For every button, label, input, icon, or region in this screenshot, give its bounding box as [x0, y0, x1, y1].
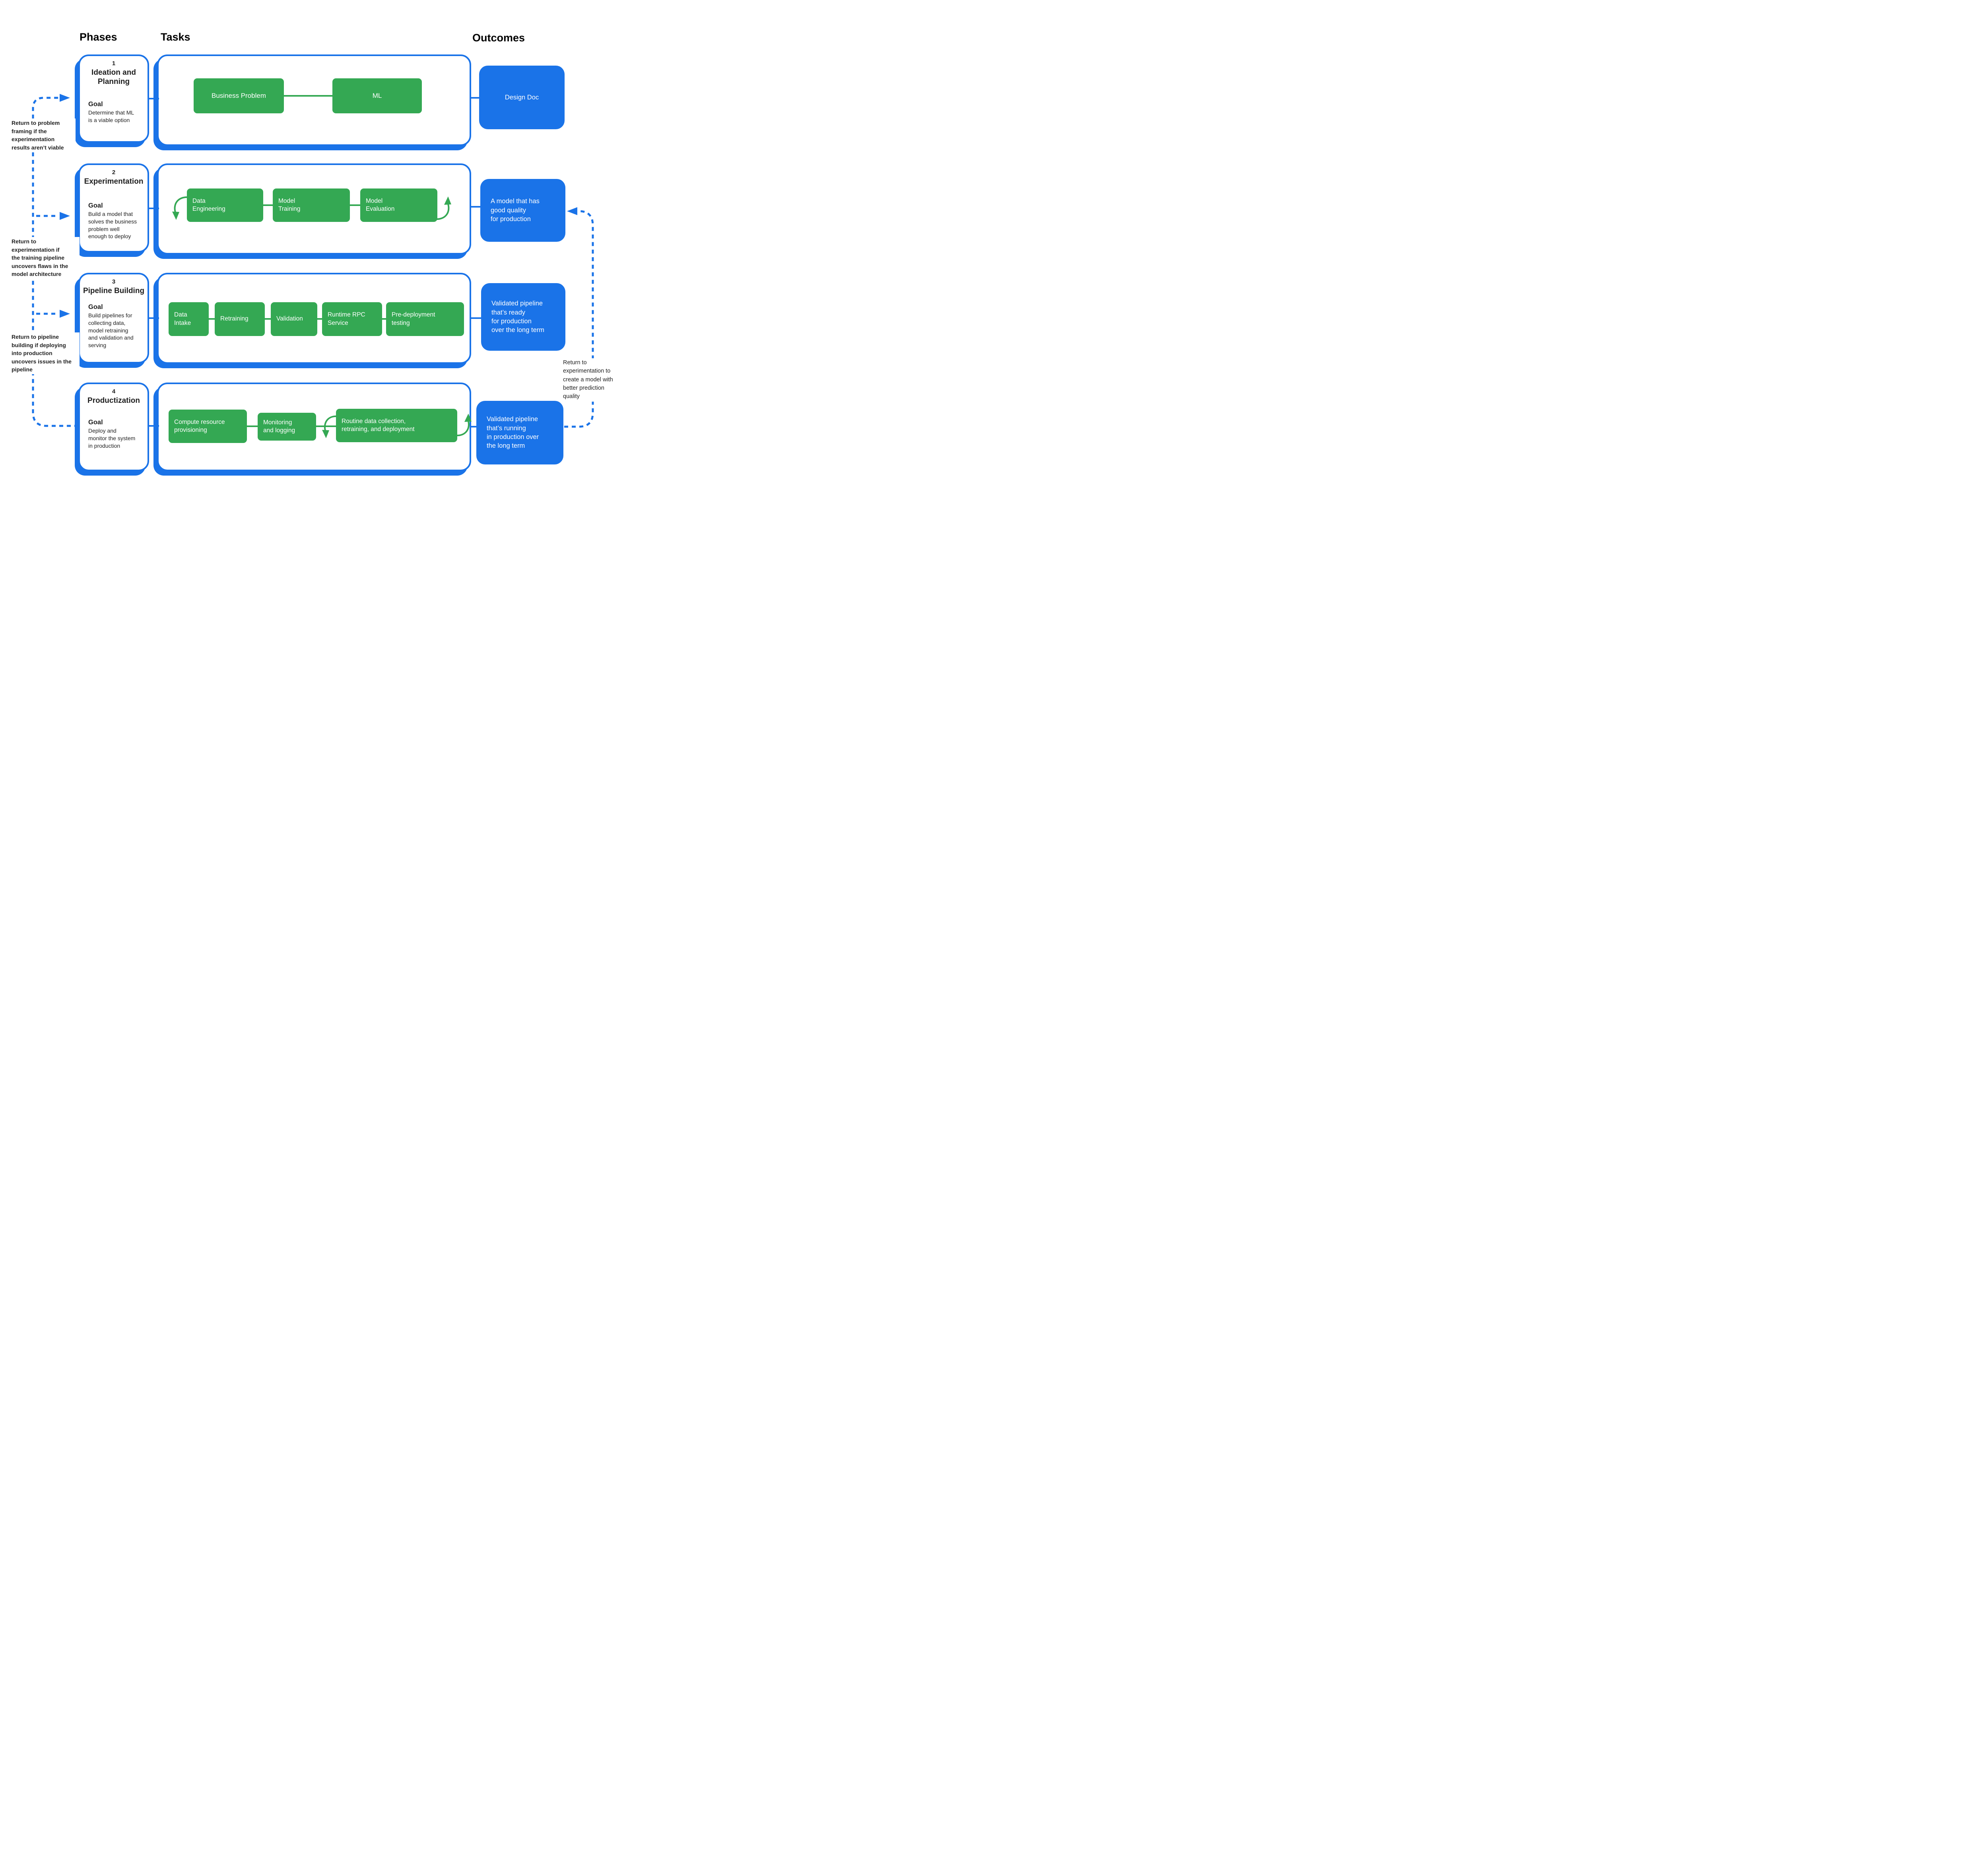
- phase-number: 4: [112, 388, 116, 395]
- phase-card-ideation: 1 Ideation and Planning Goal Determine t…: [78, 54, 149, 143]
- goal-text: Build a model that solves the business p…: [88, 211, 137, 240]
- annotation-return-pipeline-building: Return to pipeline building if deploying…: [10, 332, 80, 374]
- outcome-model-quality: A model that has good quality for produc…: [480, 179, 565, 242]
- task-retraining: Retraining: [215, 302, 265, 336]
- task-business-problem: Business Problem: [194, 78, 284, 113]
- outcome-pipeline-running: Validated pipeline that’s running in pro…: [476, 401, 563, 464]
- goal-text: Build pipelines for collecting data, mod…: [88, 312, 134, 349]
- phase-card-experimentation: 2 Experimentation Goal Build a model tha…: [78, 163, 149, 253]
- phase-title: Ideation and Planning: [91, 68, 136, 86]
- outcomes-header: Outcomes: [472, 32, 525, 44]
- annotation-return-experimentation: Return to experimentation if the trainin…: [10, 237, 80, 279]
- phase-card-pipeline-building: 3 Pipeline Building Goal Build pipelines…: [78, 273, 149, 363]
- task-data-engineering: Data Engineering: [187, 188, 263, 222]
- annotation-return-experimentation-right: Return to experimentation to create a mo…: [562, 358, 623, 402]
- task-data-intake: Data Intake: [169, 302, 209, 336]
- goal-text: Deploy and monitor the system in product…: [88, 427, 136, 449]
- goal-label: Goal: [88, 419, 103, 426]
- phase-title: Pipeline Building: [83, 287, 145, 295]
- goal-label: Goal: [88, 101, 103, 108]
- annotation-return-problem-framing: Return to problem framing if the experim…: [10, 118, 76, 152]
- task-monitoring-and-logging: Monitoring and logging: [258, 413, 316, 441]
- goal-label: Goal: [88, 202, 103, 210]
- feedback-arrowhead-to-phase3-icon: [60, 310, 70, 318]
- feedback-arrowhead-to-phase2-icon: [60, 212, 70, 220]
- outcome-pipeline-ready: Validated pipeline that’s ready for prod…: [481, 283, 565, 351]
- phase-number: 1: [112, 60, 116, 67]
- task-model-evaluation: Model Evaluation: [360, 188, 437, 222]
- phase-title: Experimentation: [84, 177, 144, 186]
- task-model-training: Model Training: [273, 188, 350, 222]
- tasks-header: Tasks: [161, 31, 190, 43]
- ml-workflow-diagram: Phases Tasks Outcomes 1 Ideation and Pla…: [0, 0, 623, 514]
- phase-title: Productization: [87, 396, 140, 405]
- outcome-design-doc: Design Doc: [479, 66, 565, 129]
- phases-header: Phases: [80, 31, 117, 43]
- feedback-arrowhead-to-outcome2-icon: [567, 207, 577, 215]
- goal-text: Determine that ML is a viable option: [88, 109, 134, 124]
- task-ml: ML: [332, 78, 422, 113]
- task-pre-deployment-testing: Pre-deployment testing: [386, 302, 464, 336]
- goal-label: Goal: [88, 303, 103, 311]
- phase-card-productization: 4 Productization Goal Deploy and monitor…: [78, 383, 149, 471]
- task-validation: Validation: [271, 302, 317, 336]
- task-compute-resource-provisioning: Compute resource provisioning: [169, 410, 247, 443]
- task-routine-data-collection: Routine data collection, retraining, and…: [336, 409, 457, 442]
- feedback-arrowhead-to-phase1-icon: [60, 94, 70, 102]
- task-runtime-rpc-service: Runtime RPC Service: [322, 302, 382, 336]
- phase-number: 3: [112, 278, 116, 285]
- phase-number: 2: [112, 169, 116, 176]
